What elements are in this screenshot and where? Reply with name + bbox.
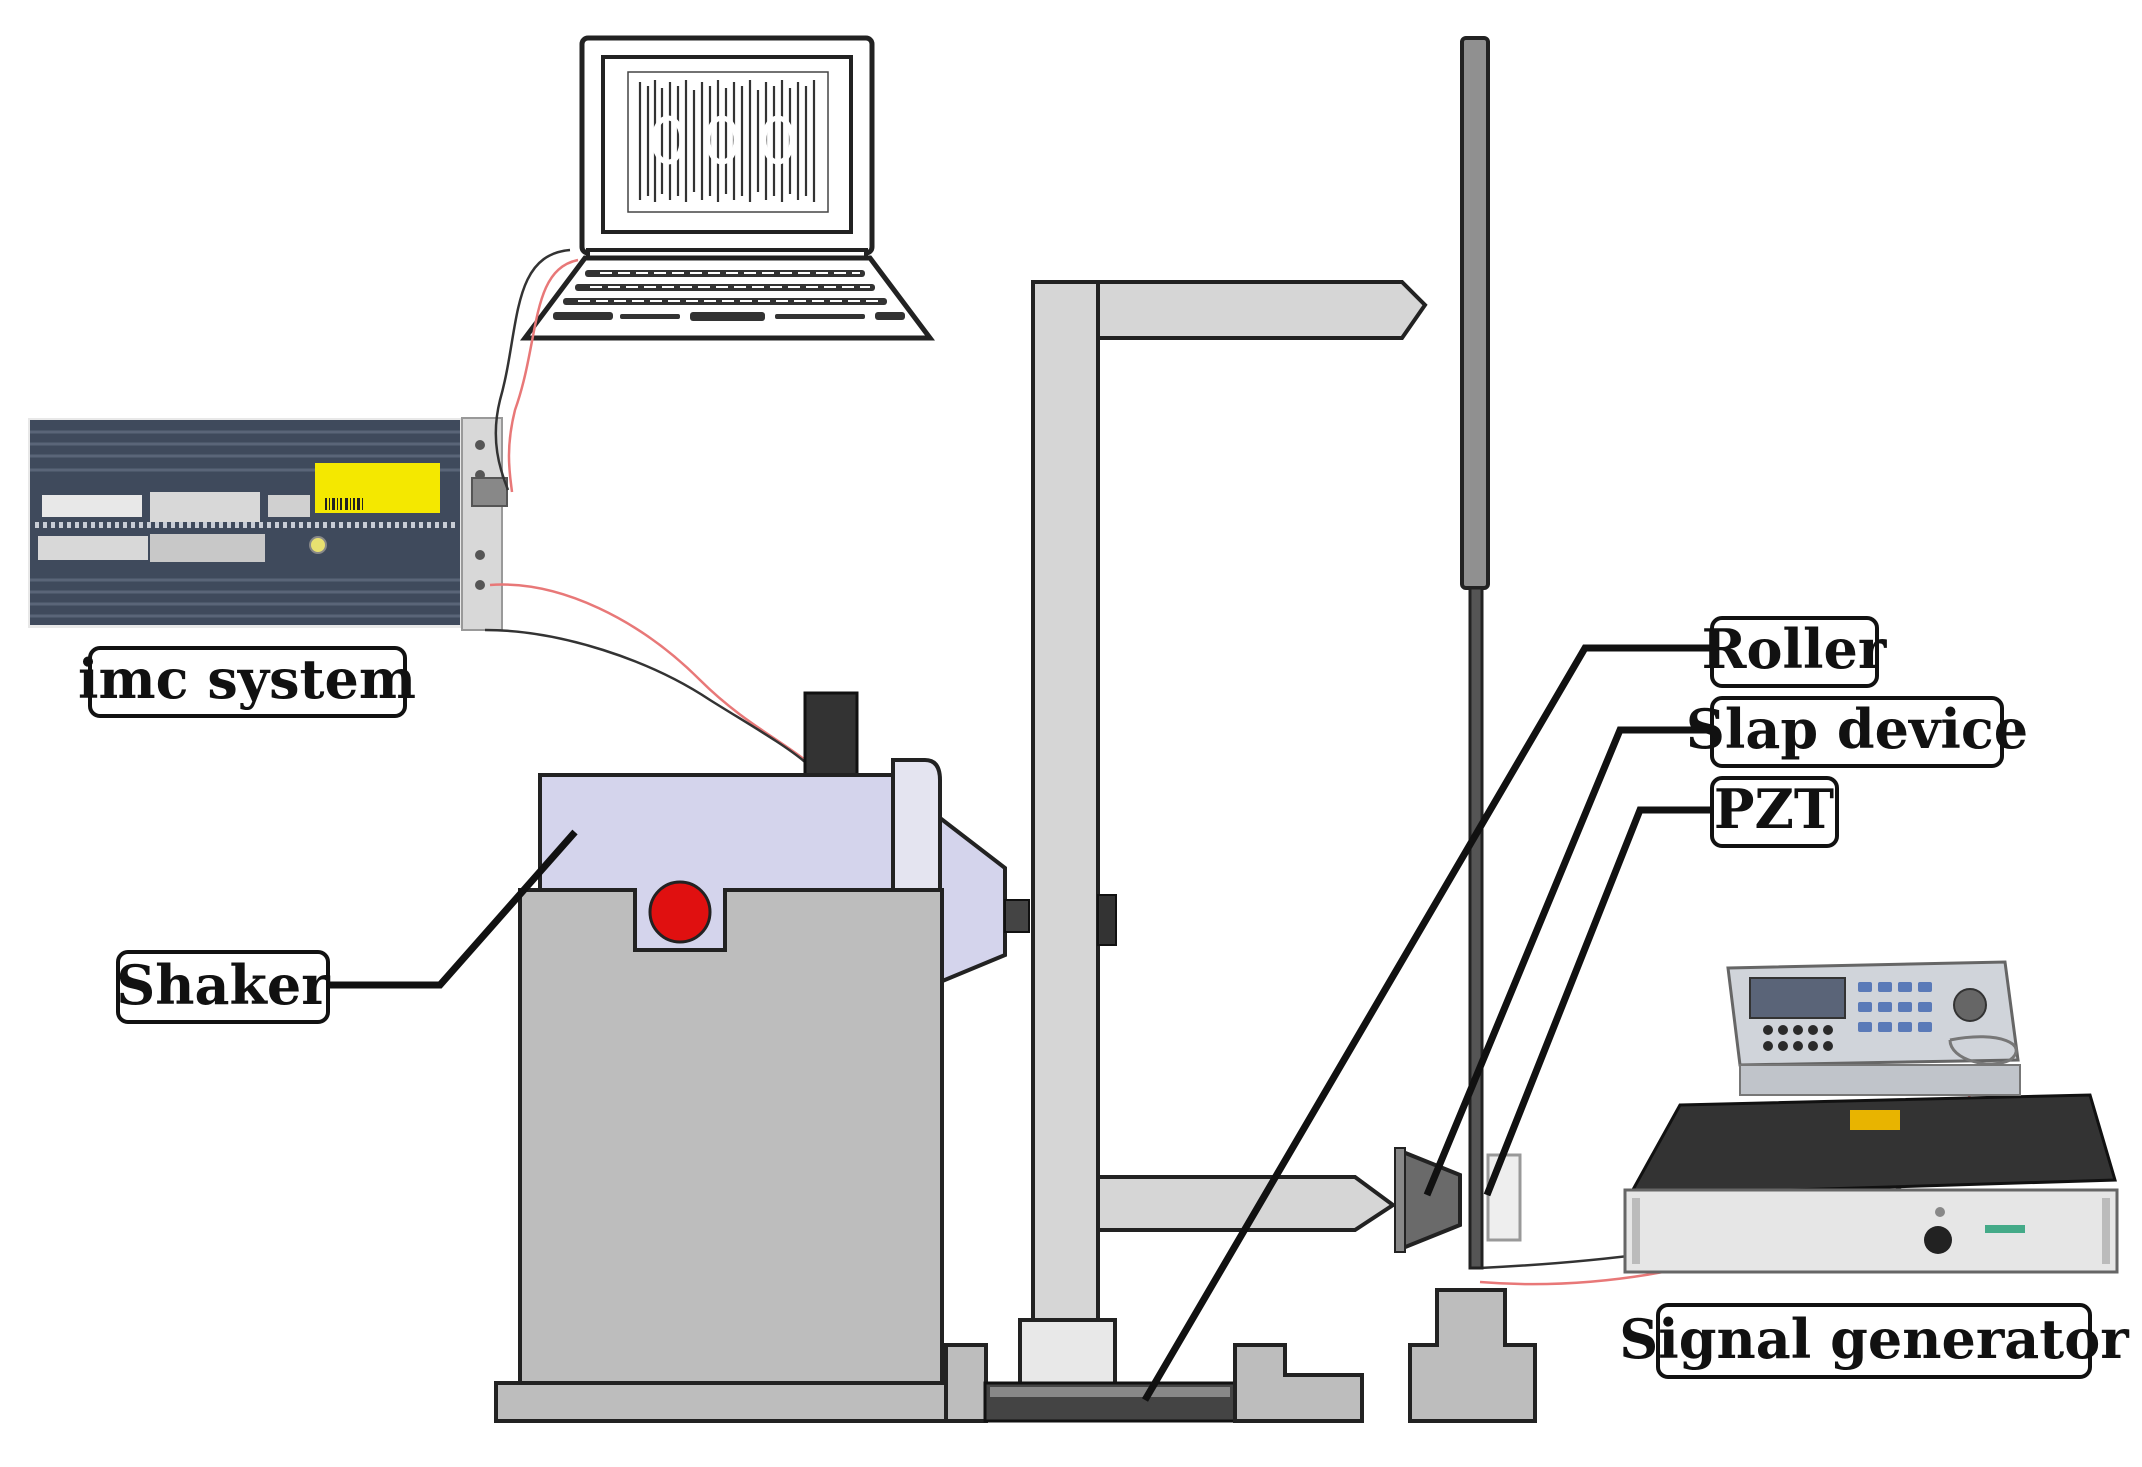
label-shaker: Shaker (116, 950, 330, 1024)
laptop-screen-plot (627, 71, 829, 213)
shaker-indicator-light (648, 880, 712, 944)
vertical-rod (1394, 36, 1537, 1423)
label-slap-device: Slap device (1686, 696, 2028, 768)
leader-roller (1141, 644, 1712, 1402)
label-signal-generator: Signal generator (1619, 1303, 2129, 1379)
leader-slap-device (1423, 726, 1712, 1197)
label-pzt-text: PZT (1714, 777, 1834, 841)
label-pzt: PZT (1710, 776, 1839, 848)
label-roller: Roller (1702, 616, 1887, 688)
leader-pzt (1483, 806, 1712, 1197)
leader-lines (325, 644, 1712, 1402)
signal-generator-device (1623, 960, 2119, 1274)
leader-shaker (325, 829, 578, 989)
laptop (520, 35, 935, 341)
label-signal-generator-text: Signal generator (1619, 1307, 2129, 1371)
label-imc-system-text: imc system (78, 647, 416, 711)
shaker-assembly (494, 691, 1030, 1423)
label-roller-text: Roller (1702, 617, 1887, 681)
imc-system-device (28, 417, 508, 631)
label-slap-device-text: Slap device (1686, 697, 2028, 761)
test-frame (983, 280, 1428, 1423)
label-shaker-text: Shaker (116, 953, 330, 1017)
label-imc-system: imc system (78, 646, 416, 718)
